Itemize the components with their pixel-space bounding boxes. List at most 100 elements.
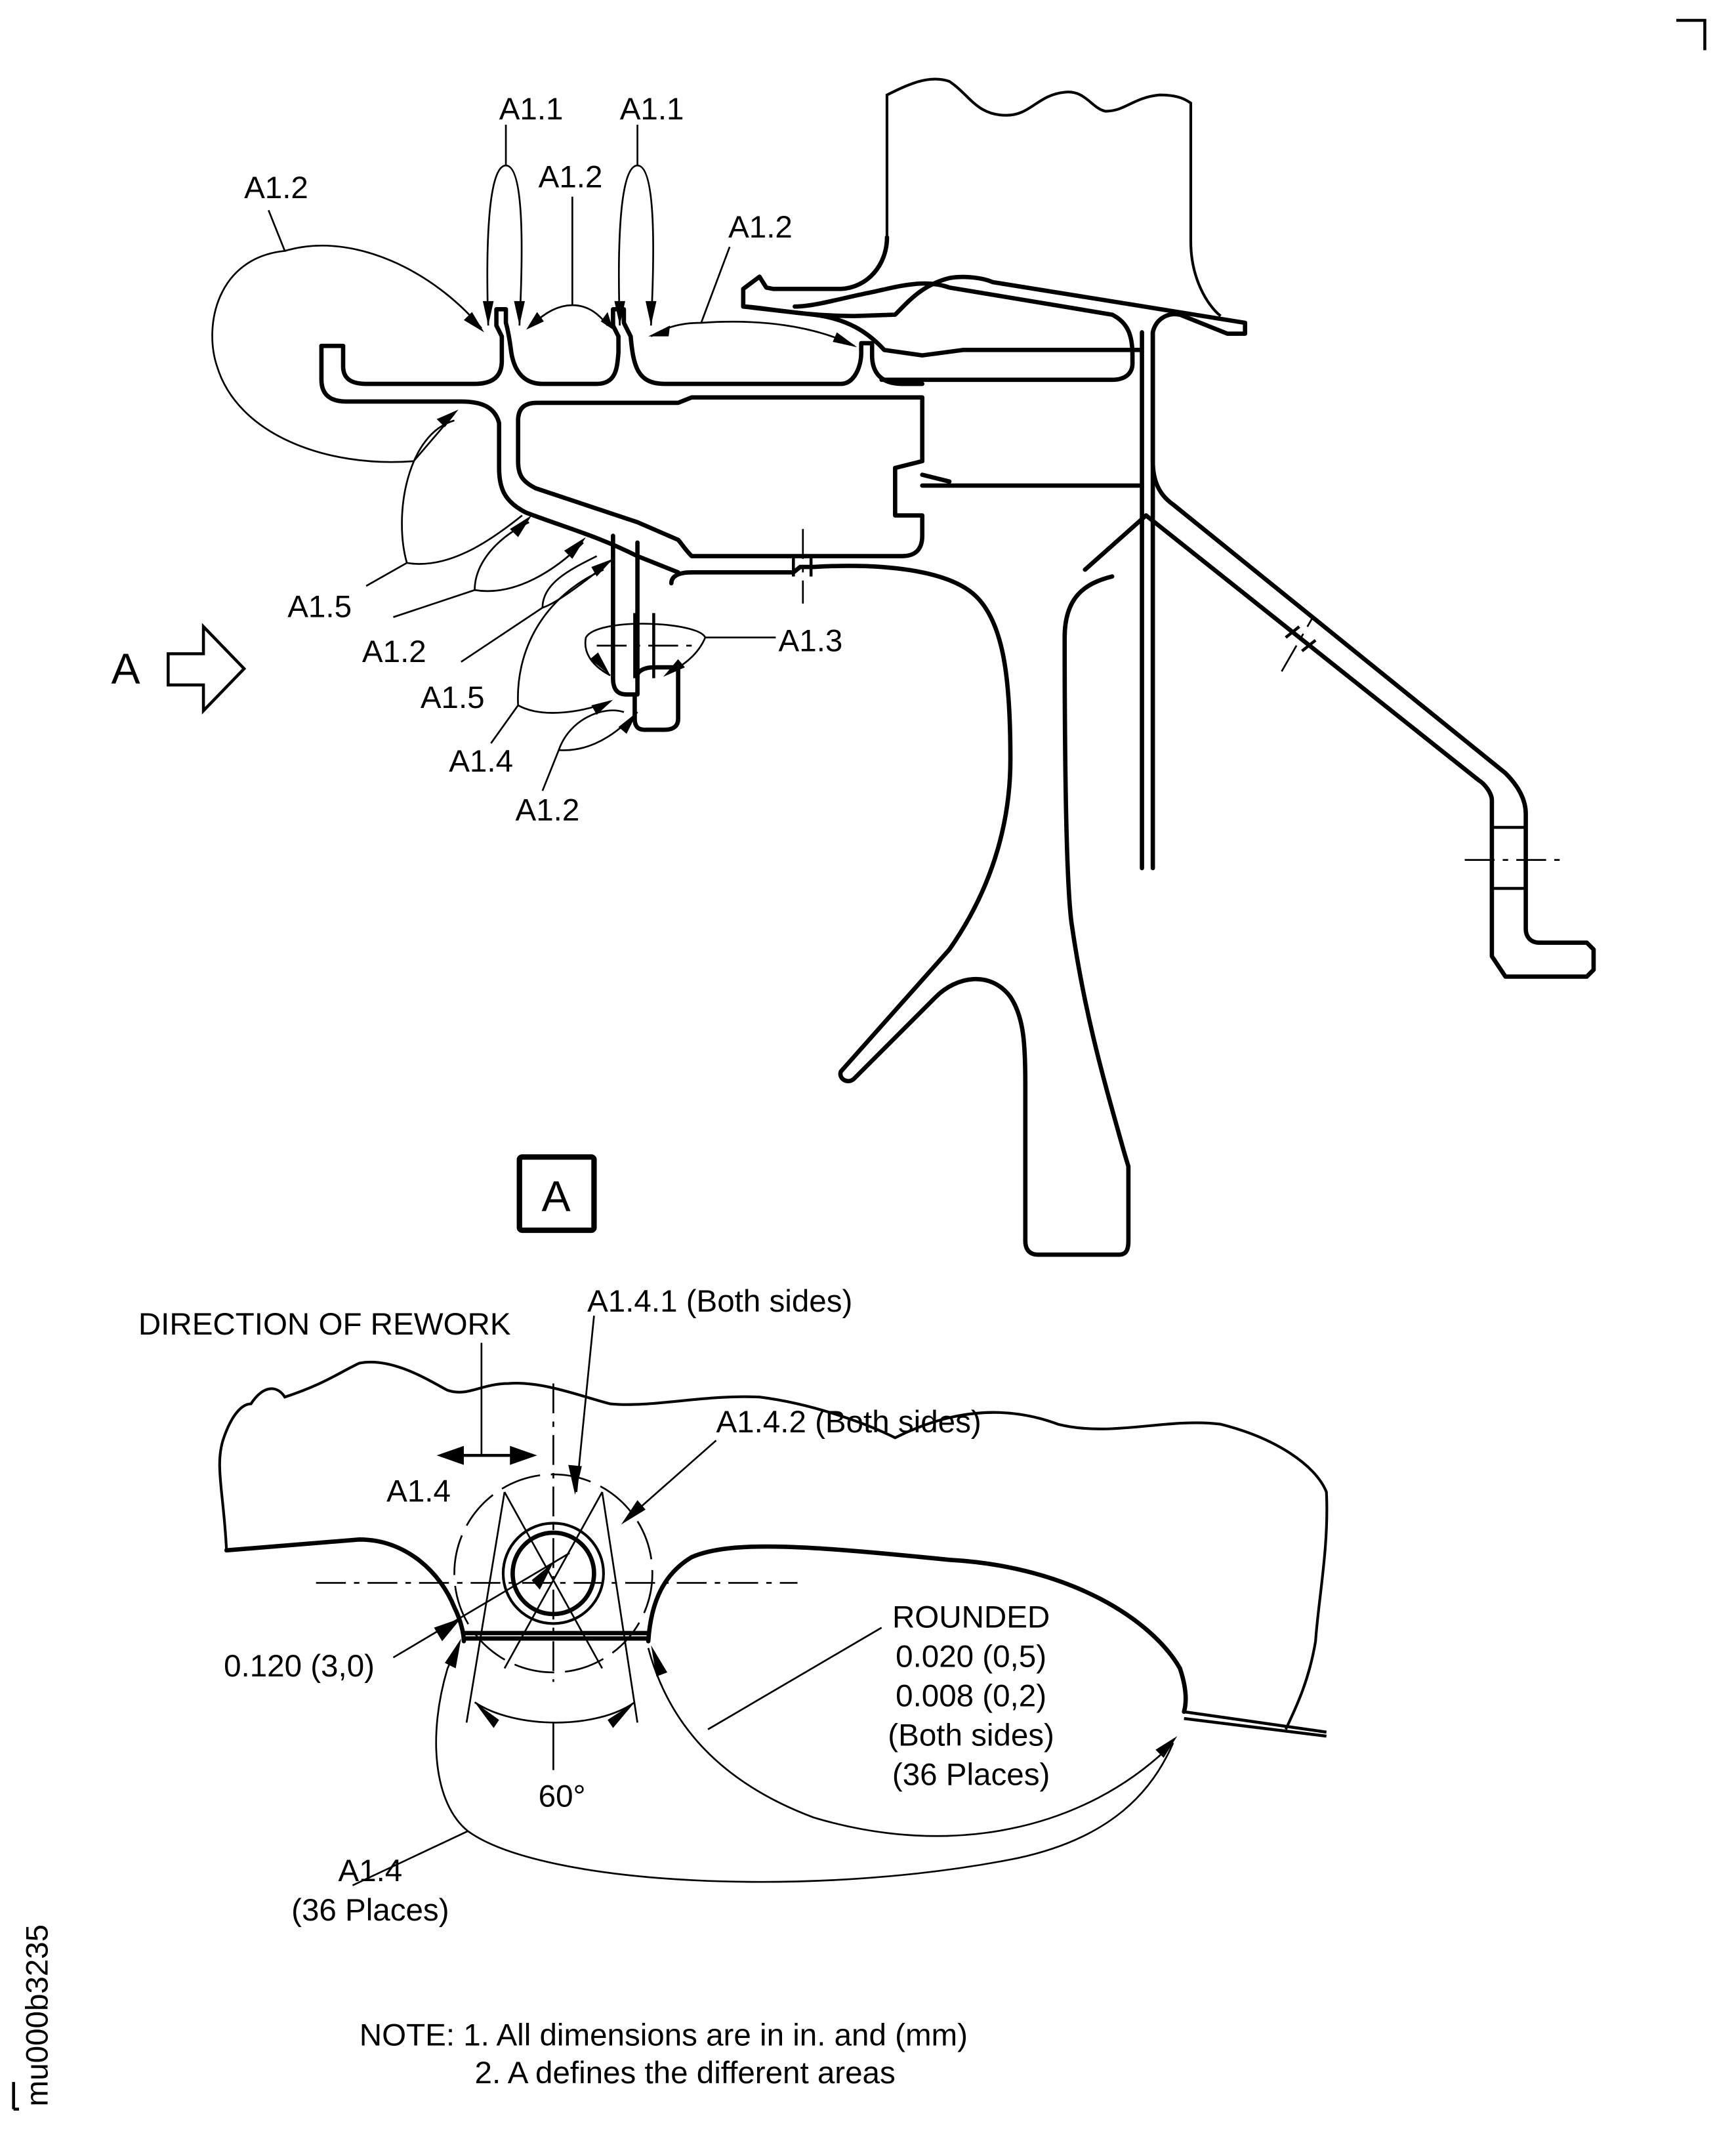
section-box-a: A [516,1154,597,1234]
blade-outline [885,77,1222,318]
disk-web-lower [920,472,1149,572]
hole-mark-web [1285,625,1317,653]
angle-line-left [465,1491,506,1723]
arrowhead [621,1500,646,1525]
rounded-title: ROUNDED [892,1600,1050,1635]
callout-a13: A1.3 [779,623,843,658]
callout-a12-bottom: A1.2 [516,793,580,828]
detail-break-outline [218,1360,1329,1730]
leader-a141 [575,1316,595,1493]
arrowhead [510,1445,537,1465]
arrowhead [482,301,494,326]
figure-id: mu000b3235 [12,1924,54,2111]
vent-hole [792,556,813,577]
arrowhead [434,1618,461,1642]
arrowhead [645,301,657,326]
corner-mark-top-right [1676,18,1706,51]
arrowhead [445,1638,461,1669]
callout-a142: A1.4.2 (Both sides) [716,1405,981,1440]
slot-edge-right [1184,1710,1327,1738]
detail-view: DIRECTION OF REWORK A1.4.1 (Both sides) … [138,1284,1329,1928]
platform-shelf [793,281,1135,383]
figure-id-label: mu000b3235 [20,1924,54,2107]
callout-a15-lower: A1.5 [421,680,485,715]
arrowhead [590,652,611,676]
leader-a12-right [650,246,855,347]
disk-web [1140,330,1596,979]
callouts-upper: A1.1 A1.1 A1.2 A1.2 A1.2 A1.5 A1.2 A1.5 … [211,92,858,828]
leader-a12-center [531,196,609,327]
rounded-line4: (36 Places) [892,1757,1050,1792]
note-line-1: NOTE: 1. All dimensions are in in. and (… [360,2018,968,2052]
part-section-view [319,77,1596,1257]
a14-places-line2: (36 Places) [291,1893,449,1928]
arrowhead [651,1645,668,1677]
bolt-hole-right [1491,825,1526,890]
arrowhead [436,1445,464,1465]
a14-places-line1: A1.4 [338,1854,402,1888]
arrowhead [608,1702,635,1728]
seal-flange-lower [319,343,680,575]
platform-inner [741,304,1142,358]
centerline-web [1281,616,1314,672]
section-box-label: A [541,1173,570,1221]
angle-dimension: 60° [539,1779,586,1814]
leader-a12-topleft [211,209,482,463]
arrowhead [568,1464,582,1495]
scallop-left [224,1537,466,1644]
view-arrow-label: A [112,645,140,694]
arrowhead [526,312,544,330]
leader-a11-left [486,125,523,326]
leader-a14-places [352,1643,1174,1886]
callout-a14-detail: A1.4 [386,1474,451,1508]
stem-left [611,533,680,732]
rounded-line3: (Both sides) [888,1718,1054,1753]
arrowhead [510,515,532,537]
arrowhead [591,699,613,715]
arrowhead [614,301,625,326]
arrowhead [436,409,459,428]
callout-a11-right: A1.1 [620,92,684,127]
callout-a12-right: A1.2 [728,210,793,245]
seal-flange-outline [319,307,924,386]
corner-mark-bottom-left [12,2082,19,2111]
radius-dimension: 0.120 (3,0) [224,1649,375,1684]
note-line-2: 2. A defines the different areas [475,2056,896,2090]
arrowhead [531,1562,554,1590]
angle-line-extra [503,1491,604,1669]
leader-a12-bottom [541,709,638,791]
slot-bottom [461,1630,651,1641]
inner-cavity [516,395,924,558]
angle-line-right [601,1491,638,1723]
direction-of-rework-label: DIRECTION OF REWORK [138,1307,511,1342]
arrowhead [1155,1736,1178,1758]
view-arrow-icon [167,623,247,715]
callout-a11-left: A1.1 [499,92,564,127]
arrowhead [663,659,685,677]
view-arrow-a: A [112,623,247,715]
arrowhead [618,712,638,734]
rounded-line2: 0.008 (0,2) [896,1679,1046,1714]
rounded-line1: 0.020 (0,5) [896,1640,1046,1674]
callout-a12-mid: A1.2 [362,634,426,669]
callout-a15-upper: A1.5 [287,590,352,625]
arrowhead [474,1702,499,1728]
stem-right [635,540,1131,1257]
scallop-right [646,1544,1188,1714]
callout-a14: A1.4 [449,744,513,779]
leader-a15-upper [365,419,523,587]
angle-arc [474,1701,636,1724]
leader-a11-right [618,125,654,326]
arrowhead [600,312,613,330]
arrowhead [564,537,587,559]
callout-a12-topleft: A1.2 [244,171,308,205]
platform-outline [741,235,1247,871]
arrowhead [514,301,526,326]
arrowhead [463,312,484,333]
leader-rounded [707,1627,882,1730]
leader-a14 [490,569,611,744]
leader-radius [392,1552,570,1659]
arrowhead [833,332,858,348]
leader-a15-lower [461,555,614,663]
